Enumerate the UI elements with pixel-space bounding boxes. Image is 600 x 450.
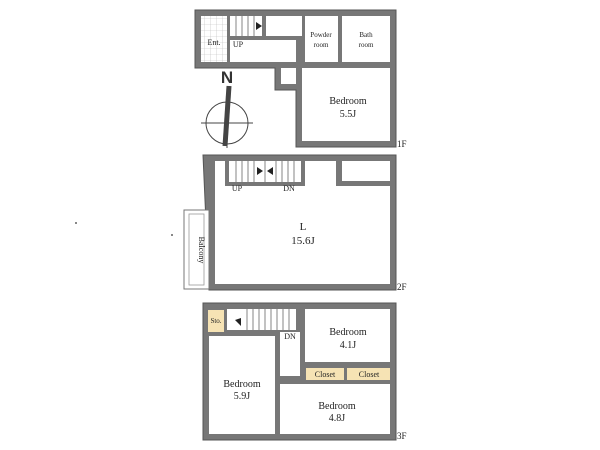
storage-label: Sto. — [210, 317, 221, 325]
powder-room-label-1: Powder — [310, 31, 332, 39]
closet-1f — [266, 16, 302, 36]
stray-dot-1 — [75, 222, 77, 224]
balcony — [183, 209, 210, 290]
bedroom-3f-c-size: 4.8J — [329, 413, 346, 424]
stair-2f-up-label: UP — [232, 184, 243, 193]
living-room-name: L — [300, 221, 307, 233]
stair-2f-steps — [235, 161, 295, 182]
notch-1f — [281, 68, 296, 84]
bedroom-3f-a-size: 4.1J — [340, 340, 357, 351]
hallway-3f — [280, 332, 300, 376]
closet-3f-1-label: Closet — [315, 370, 336, 379]
stair-2f-dn-label: DN — [283, 184, 295, 193]
stair-1f-arrow-icon — [256, 22, 262, 30]
bedroom-3f-c-name: Bedroom — [318, 401, 355, 412]
living-room-size: 15.6J — [291, 235, 315, 247]
stair-2f-arrow-right-icon — [257, 167, 263, 175]
closet-3f-2 — [347, 368, 390, 380]
stair-1f-up-label: UP — [233, 40, 244, 49]
stair-2f-arrow-left-icon — [267, 167, 273, 175]
compass: N — [201, 68, 253, 148]
closet-3f-2-label: Closet — [359, 370, 380, 379]
storage — [208, 310, 224, 332]
stair-3f-dn-label: DN — [284, 332, 296, 341]
floor-1f: Ent. UP Powder room Bath room Bedroom 5.… — [194, 9, 407, 149]
balcony-label: Balcony — [197, 237, 206, 264]
floor-1f-tag: 1F — [397, 139, 407, 149]
bedroom-1f-name: Bedroom — [329, 96, 366, 107]
bath-room-label-1: Bath — [359, 31, 373, 39]
bedroom-3f-a — [305, 309, 390, 362]
cabinet-2f — [342, 161, 390, 181]
bath-room — [342, 16, 390, 62]
stray-dot-2 — [171, 234, 173, 236]
bedroom-3f-b-name: Bedroom — [223, 379, 260, 390]
floor-2f: UP DN L 15.6J Balcony 2F — [183, 154, 407, 292]
bedroom-1f-size: 5.5J — [340, 109, 357, 120]
bedroom-1f — [302, 68, 390, 141]
compass-needle — [222, 85, 232, 147]
entrance-label: Ent. — [207, 38, 220, 47]
floor-3f-tag: 3F — [397, 431, 407, 441]
bedroom-3f-b-size: 5.9J — [234, 391, 251, 402]
living-room — [215, 161, 390, 284]
stair-3f-steps — [246, 309, 290, 330]
floor-2f-tag: 2F — [397, 282, 407, 292]
bath-room-label-2: room — [359, 41, 374, 49]
stair-3f-arrow-icon — [235, 318, 241, 326]
entrance — [201, 16, 227, 62]
balcony-inner — [188, 213, 205, 286]
floor-3f: Sto. DN Bedroom 4.1J Closet Closet Bedro… — [202, 302, 407, 441]
closet-3f-1 — [306, 368, 344, 380]
compass-north-label: N — [221, 68, 233, 87]
stair-3f — [227, 309, 296, 330]
bedroom-3f-a-name: Bedroom — [329, 327, 366, 338]
corridor-1f — [230, 40, 296, 62]
powder-room-label-2: room — [314, 41, 329, 49]
stair-1f-steps — [235, 16, 255, 36]
bedroom-3f-b — [209, 336, 275, 434]
bedroom-3f-c — [280, 384, 390, 434]
powder-room — [305, 16, 338, 62]
